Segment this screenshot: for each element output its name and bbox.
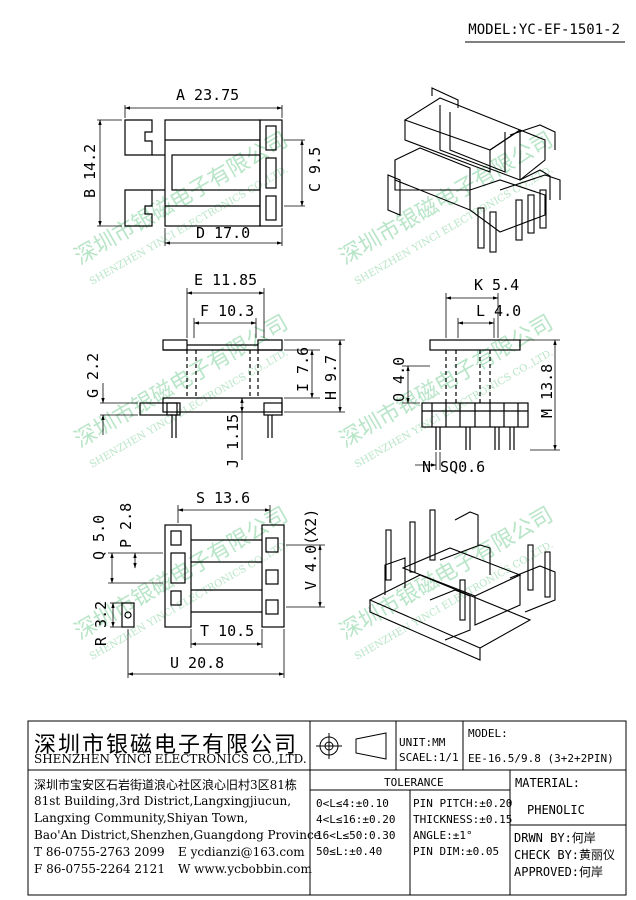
address-cn: 深圳市宝安区石岩街道浪心社区浪心旧村3区81栋 bbox=[34, 778, 297, 792]
dim-t: T 10.5 bbox=[200, 622, 254, 640]
pin-dim: PIN DIM:±0.05 bbox=[413, 845, 500, 858]
dim-j: J 1.15 bbox=[224, 414, 242, 468]
dim-g: G 2.2 bbox=[84, 353, 102, 398]
tolerance-3: 16<L≤50:0.30 bbox=[316, 829, 396, 842]
dim-o: O 4.0 bbox=[390, 357, 408, 402]
dim-d: D 17.0 bbox=[196, 224, 250, 242]
pin-pitch: PIN PITCH:±0.20 bbox=[413, 797, 513, 810]
dim-c: C 9.5 bbox=[306, 147, 324, 192]
dim-k: K 5.4 bbox=[474, 276, 519, 294]
drawn-by: DRWN BY:何岸 bbox=[514, 831, 596, 845]
dim-e: E 11.85 bbox=[194, 271, 257, 289]
approved-by: APPROVED:何岸 bbox=[514, 865, 604, 879]
dim-q: Q 5.0 bbox=[90, 515, 108, 560]
website[interactable]: W www.ycbobbin.com bbox=[178, 862, 312, 876]
dim-p: P 2.8 bbox=[117, 503, 135, 548]
scale: SCAEL:1/1 bbox=[399, 751, 459, 764]
material-label: MATERIAL: bbox=[515, 776, 581, 790]
front-view bbox=[100, 288, 345, 460]
material-value: PHENOLIC bbox=[527, 803, 585, 817]
dim-f: F 10.3 bbox=[200, 302, 254, 320]
watermark-cn: 深圳市银磁电子有限公司 bbox=[336, 128, 558, 271]
dim-m: M 13.8 bbox=[538, 364, 556, 418]
model-label: MODEL: bbox=[468, 727, 508, 740]
projection-symbol-icon bbox=[316, 732, 387, 760]
dim-r: R 3.2 bbox=[92, 601, 110, 646]
dim-l: L 4.0 bbox=[476, 302, 521, 320]
unit: UNIT:MM bbox=[399, 736, 446, 749]
bottom-view bbox=[108, 505, 325, 678]
dim-i: I 7.6 bbox=[294, 347, 312, 392]
dim-a: A 23.75 bbox=[176, 86, 239, 104]
dim-u: U 20.8 bbox=[170, 654, 224, 672]
top-view bbox=[97, 105, 305, 246]
telephone: T 86-0755-2763 2099 bbox=[34, 845, 165, 859]
thickness: THICKNESS:±0.15 bbox=[413, 813, 513, 826]
email: E ycdianzi@163.com bbox=[178, 845, 305, 859]
check-by: CHECK BY:黄丽仪 bbox=[514, 848, 616, 862]
tolerance-1: 0<L≤4:±0.10 bbox=[316, 797, 389, 810]
dim-b: B 14.2 bbox=[81, 144, 99, 198]
tolerance-2: 4<L≤16:±0.20 bbox=[316, 813, 396, 826]
address-en-1: 81st Building,3rd District,Langxingjiucu… bbox=[34, 794, 292, 808]
model-value: EE-16.5/9.8 (3+2+2PIN) bbox=[468, 752, 614, 765]
watermark-cn: 深圳市银磁电子有限公司 bbox=[71, 128, 293, 271]
company-name-en: SHENZHEN YINCI ELECTRONICS CO.,LTD. bbox=[34, 752, 307, 766]
angle: ANGLE:±1° bbox=[413, 829, 473, 842]
side-view bbox=[402, 293, 560, 470]
title-block-frame bbox=[27, 720, 627, 896]
dim-h: H 9.7 bbox=[322, 355, 340, 400]
model-header: MODEL:YC-EF-1501-2 bbox=[468, 22, 620, 38]
dim-v: V 4.0(X2) bbox=[302, 509, 320, 590]
address-en-3: Bao'An District,Shenzhen,Guangdong Provi… bbox=[34, 828, 321, 842]
dim-s: S 13.6 bbox=[196, 489, 250, 507]
watermark-cn: 深圳市银磁电子有限公司 bbox=[71, 311, 293, 454]
dim-n: N SQ0.6 bbox=[422, 458, 485, 476]
isometric-view-bottom bbox=[368, 509, 556, 661]
tolerance-title: TOLERANCE bbox=[384, 776, 444, 789]
company-name-cn: 深圳市银磁电子有限公司 bbox=[34, 733, 299, 758]
tolerance-4: 50≤L:±0.40 bbox=[316, 845, 383, 858]
isometric-view-top bbox=[387, 87, 561, 253]
address-en-2: Langxing Community,Shiyan Town, bbox=[34, 811, 249, 825]
fax: F 86-0755-2264 2121 bbox=[34, 862, 165, 876]
